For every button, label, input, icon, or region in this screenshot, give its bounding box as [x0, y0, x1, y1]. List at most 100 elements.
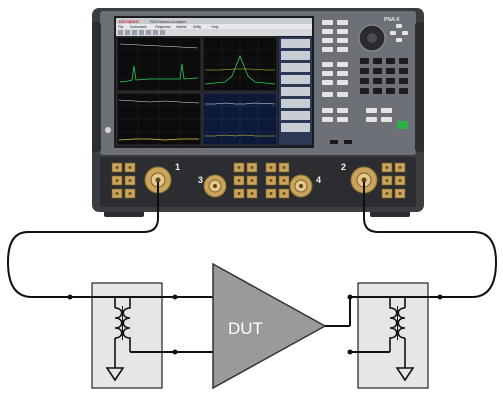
- hardkey[interactable]: [337, 29, 348, 34]
- screen-menu-item[interactable]: File: [118, 25, 124, 29]
- hardkey[interactable]: [322, 47, 333, 52]
- screen-menu-item[interactable]: Response: [155, 25, 170, 29]
- arrow-down-key[interactable]: [396, 38, 402, 42]
- node-dot: [347, 294, 353, 300]
- number-key[interactable]: [373, 68, 382, 74]
- hardkey[interactable]: [337, 117, 348, 122]
- number-key[interactable]: [360, 58, 369, 64]
- number-key[interactable]: [399, 88, 408, 94]
- hardkey[interactable]: [337, 80, 348, 85]
- softkey[interactable]: [281, 63, 310, 72]
- coupler-left-secondary-coil: [114, 307, 123, 339]
- hardkey[interactable]: [337, 20, 348, 25]
- number-key[interactable]: [360, 78, 369, 84]
- toolbar-icon[interactable]: [146, 30, 151, 35]
- ground-symbol-icon: [105, 367, 125, 382]
- jumper-connector-pin: [128, 166, 132, 169]
- softkey[interactable]: [281, 39, 310, 48]
- hardkey[interactable]: [381, 108, 392, 113]
- keypad-bottom: [322, 108, 392, 122]
- port-label-2: 2: [341, 162, 346, 172]
- cable-port-2: [363, 182, 498, 298]
- number-key[interactable]: [399, 78, 408, 84]
- screen-menu-bar: [116, 24, 312, 29]
- softkey[interactable]: [281, 99, 310, 108]
- dut-amplifier: DUT: [212, 262, 350, 390]
- toolbar-icon[interactable]: [118, 30, 123, 35]
- number-key[interactable]: [399, 58, 408, 64]
- hardkey[interactable]: [337, 47, 348, 52]
- toolbar-icon[interactable]: [132, 30, 137, 35]
- jumper-connector-pin: [269, 179, 273, 182]
- jumper-connector-pin: [250, 166, 254, 169]
- hardkey[interactable]: [337, 38, 348, 43]
- number-key[interactable]: [386, 88, 395, 94]
- hardkey[interactable]: [322, 20, 333, 25]
- hardkey[interactable]: [322, 117, 333, 122]
- test-port-3[interactable]: [203, 174, 227, 198]
- hardkey[interactable]: [322, 71, 333, 76]
- jumper-connector-pin: [237, 192, 241, 195]
- number-key[interactable]: [360, 88, 369, 94]
- screen-menu-item[interactable]: Utility: [193, 25, 202, 29]
- hardkey[interactable]: [366, 117, 377, 122]
- preset-green-button[interactable]: [397, 121, 408, 129]
- softkey[interactable]: [281, 123, 310, 132]
- test-port-1[interactable]: [144, 166, 172, 194]
- softkey[interactable]: [281, 111, 310, 120]
- jumper-connector-pin: [398, 179, 402, 182]
- number-key[interactable]: [360, 68, 369, 74]
- number-key[interactable]: [373, 58, 382, 64]
- hardkey[interactable]: [322, 80, 333, 85]
- test-port-4[interactable]: [289, 174, 313, 198]
- toolbar-icon[interactable]: [139, 30, 144, 35]
- number-key[interactable]: [386, 68, 395, 74]
- usb-port[interactable]: [330, 140, 338, 144]
- number-key[interactable]: [399, 68, 408, 74]
- hardkey[interactable]: [337, 92, 348, 97]
- directional-coupler-left: [67, 282, 213, 389]
- analyzer-handle-left: [92, 22, 101, 152]
- arrow-left-key[interactable]: [390, 31, 396, 35]
- hardkey[interactable]: [366, 108, 377, 113]
- screen-menu-item[interactable]: Instrument: [130, 25, 146, 29]
- trace-2-green: [204, 54, 276, 85]
- dut-amplifier-triangle: [212, 262, 327, 390]
- arrow-up-key[interactable]: [396, 24, 402, 28]
- port-label-1: 1: [175, 162, 180, 172]
- screen-menu-item[interactable]: Help: [212, 25, 219, 29]
- hardkey[interactable]: [322, 62, 333, 67]
- coupler-left-box: [91, 282, 163, 389]
- hardkey[interactable]: [337, 62, 348, 67]
- test-port-2[interactable]: [350, 166, 378, 194]
- jumper-connector-pin: [282, 192, 286, 195]
- coupler-right-box: [357, 282, 429, 389]
- node-dot: [172, 349, 178, 355]
- screen-title-bar: [116, 18, 312, 24]
- number-key[interactable]: [373, 78, 382, 84]
- number-key[interactable]: [386, 78, 395, 84]
- hardkey[interactable]: [337, 71, 348, 76]
- screen-menu: File Instrument Response Marker Utility Help: [118, 25, 219, 29]
- hardkey[interactable]: [322, 38, 333, 43]
- toolbar-icon[interactable]: [125, 30, 130, 35]
- softkey[interactable]: [281, 51, 310, 60]
- number-key[interactable]: [386, 58, 395, 64]
- hardkey[interactable]: [322, 92, 333, 97]
- number-key[interactable]: [373, 88, 382, 94]
- jumper-connector-pin: [115, 179, 119, 182]
- screen-menu-item[interactable]: Marker: [176, 25, 187, 29]
- arrow-right-key[interactable]: [402, 31, 408, 35]
- coupler-left-primary-coil: [122, 297, 131, 352]
- softkey[interactable]: [281, 75, 310, 84]
- hardkey[interactable]: [322, 108, 333, 113]
- hardkey[interactable]: [337, 108, 348, 113]
- softkey[interactable]: [281, 87, 310, 96]
- hardkey[interactable]: [322, 29, 333, 34]
- toolbar-icon[interactable]: [153, 30, 158, 35]
- hardkey[interactable]: [381, 117, 392, 122]
- usb-port[interactable]: [344, 140, 352, 144]
- directional-coupler-right: [347, 282, 443, 389]
- jumper-connector-pin: [237, 179, 241, 182]
- toolbar-icon[interactable]: [160, 30, 165, 35]
